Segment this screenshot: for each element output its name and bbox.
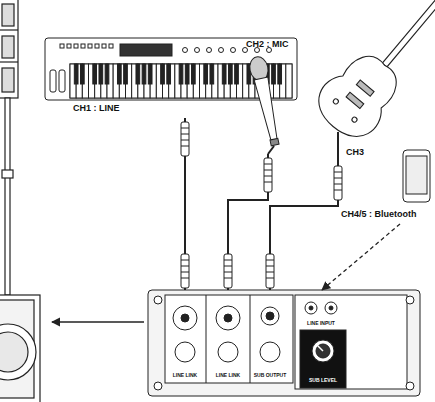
jack-label: SUB LEVEL — [303, 378, 343, 384]
black-key — [222, 64, 226, 84]
panel-button — [102, 44, 106, 48]
phone — [403, 150, 430, 202]
cable-plug — [181, 254, 189, 288]
black-key — [99, 64, 103, 84]
speaker-column — [0, 0, 40, 402]
panel-button — [81, 44, 85, 48]
black-key — [278, 64, 282, 84]
black-key — [148, 64, 152, 84]
phone-node: CH4/5 : Bluetooth — [340, 148, 433, 224]
device-label: CH3 — [346, 148, 364, 158]
cable-plug — [264, 158, 272, 192]
panel-button — [219, 48, 224, 53]
guitar-node: CH3 — [304, 0, 435, 162]
panel-button — [207, 48, 212, 53]
black-key — [204, 64, 208, 84]
panel-button — [109, 44, 113, 48]
black-key — [272, 64, 276, 84]
panel-button — [74, 44, 78, 48]
black-key — [136, 64, 140, 84]
mic-wire — [268, 146, 274, 154]
black-key — [235, 64, 239, 84]
black-key — [142, 64, 146, 84]
panel-button — [60, 44, 64, 48]
black-key — [167, 64, 171, 84]
cable-plug — [334, 166, 342, 200]
black-key — [117, 64, 121, 84]
black-key — [185, 64, 189, 84]
panel-button — [88, 44, 92, 48]
panel-button — [95, 44, 99, 48]
black-key — [161, 64, 165, 84]
jack-label: LINE LINK — [208, 373, 248, 379]
jack-label: LINE LINK — [165, 373, 205, 379]
output-arrow — [52, 321, 144, 322]
mixer-node: LINE LINKLINE LINKSUB OUTPUTLINE INPUTSU… — [148, 290, 420, 398]
cable-plug — [266, 254, 274, 288]
microphone — [248, 55, 284, 147]
mic-node: CH2 : MIC — [238, 36, 300, 154]
panel-button — [195, 48, 200, 53]
black-key — [93, 64, 97, 84]
black-key — [228, 64, 232, 84]
cable-plug — [181, 122, 189, 156]
black-key — [105, 64, 109, 84]
jack-label: SUB OUTPUT — [250, 373, 290, 379]
audio-cable — [228, 154, 268, 290]
jack-label: LINE INPUT — [301, 321, 341, 327]
panel-button — [183, 48, 188, 53]
guitar — [308, 0, 435, 148]
panel-button — [67, 44, 71, 48]
device-label: CH1 : LINE — [73, 104, 120, 114]
black-key — [74, 64, 78, 84]
mixer-panel — [148, 290, 420, 396]
black-key — [80, 64, 84, 84]
guitar-wire — [337, 132, 339, 162]
black-key — [179, 64, 183, 84]
device-label: CH4/5 : Bluetooth — [341, 210, 417, 220]
black-key — [124, 64, 128, 84]
white-key — [286, 64, 292, 98]
black-key — [191, 64, 195, 84]
panel-button — [231, 48, 236, 53]
audio-cable — [270, 162, 338, 290]
cable-plug — [224, 254, 232, 288]
black-key — [210, 64, 214, 84]
bluetooth-link — [322, 224, 400, 290]
device-label: CH2 : MIC — [246, 40, 289, 50]
